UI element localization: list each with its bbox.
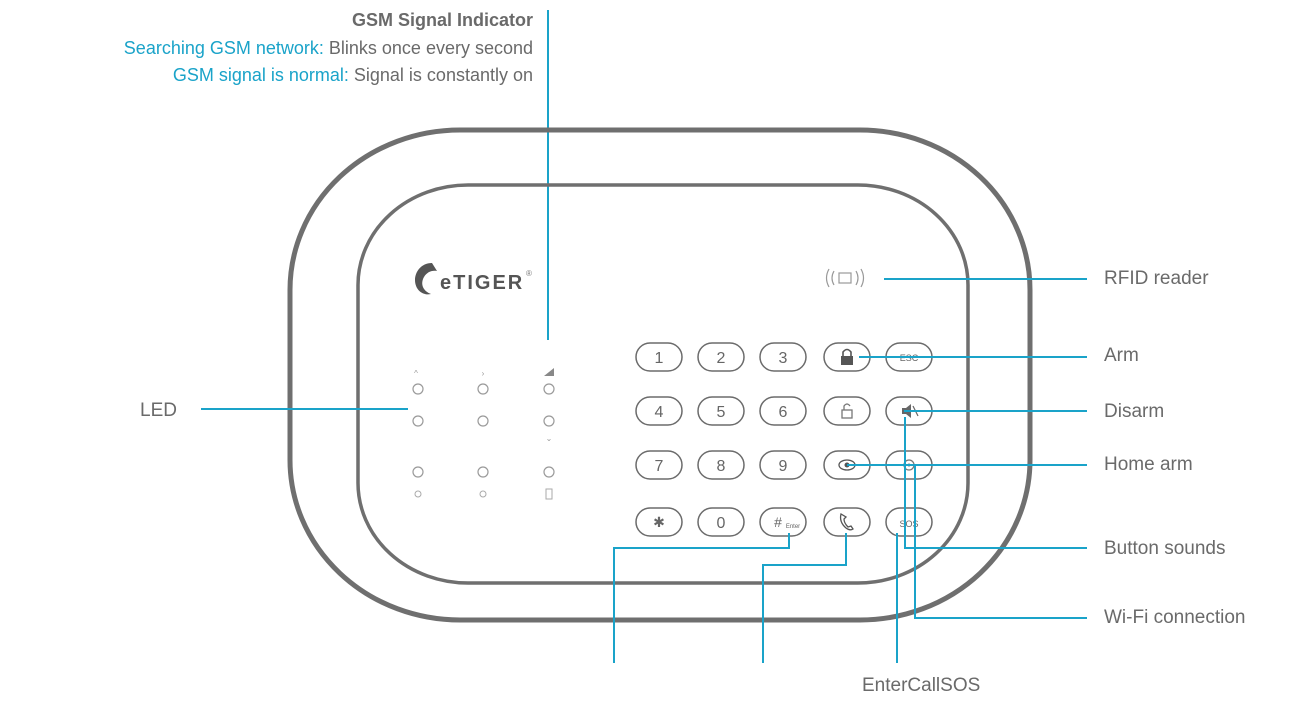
- label-home-arm: Home arm: [1104, 454, 1193, 475]
- label-led: LED: [140, 400, 177, 421]
- led-panel: ^ › ⌄: [412, 368, 555, 500]
- battery-icon: [545, 488, 553, 500]
- svg-text:9: 9: [779, 458, 788, 475]
- logo-swirl-icon: [415, 263, 437, 295]
- label-rfid-reader: RFID reader: [1104, 268, 1209, 289]
- label-enter-call-sos: EnterCallSOS: [862, 675, 980, 696]
- device-inner-panel: [356, 183, 970, 585]
- wifi-callout-line: [914, 466, 1087, 619]
- svg-text:✱: ✱: [653, 514, 665, 530]
- svg-text:4: 4: [655, 404, 664, 421]
- led: [543, 466, 555, 478]
- label-disarm: Disarm: [1104, 401, 1164, 422]
- svg-text:#: #: [774, 514, 782, 530]
- gsm-title: GSM Signal Indicator: [352, 10, 533, 30]
- svg-text:5: 5: [717, 404, 726, 421]
- phone-icon: [839, 512, 854, 531]
- call-key[interactable]: [823, 507, 871, 537]
- svg-text:0: 0: [717, 515, 726, 532]
- key-3[interactable]: 3: [759, 342, 807, 372]
- key-star[interactable]: ✱: [635, 507, 683, 537]
- button-sounds-callout-line: [904, 417, 1087, 549]
- label-button-sounds: Button sounds: [1104, 538, 1225, 559]
- label-wifi-connection: Wi-Fi connection: [1104, 607, 1246, 628]
- key-5[interactable]: 5: [697, 396, 745, 426]
- svg-text:8: 8: [717, 458, 726, 475]
- led-mark-wifi-icon: ⌄: [546, 434, 553, 443]
- gsm-searching-label: Searching GSM network:: [124, 38, 324, 58]
- svg-text:1: 1: [655, 350, 664, 367]
- key-0[interactable]: 0: [697, 507, 745, 537]
- brand-name: eTIGER: [440, 272, 524, 294]
- led-mark-power-icon: ^: [414, 369, 418, 378]
- led: [412, 415, 424, 427]
- key-8[interactable]: 8: [697, 450, 745, 480]
- rfid-symbol-icon: [825, 268, 865, 288]
- disarm-key[interactable]: [823, 396, 871, 426]
- key-2[interactable]: 2: [697, 342, 745, 372]
- led-mark-icon: [479, 490, 487, 498]
- unlock-icon: [841, 403, 853, 419]
- keypad: 1 2 3 ESC 4 5: [635, 342, 933, 537]
- device-outer-shell: [287, 127, 1033, 623]
- registered-mark: ®: [526, 269, 532, 278]
- etiger-logo: eTIGER ®: [415, 263, 532, 295]
- led: [477, 415, 489, 427]
- sos-key[interactable]: SOS: [885, 507, 933, 537]
- label-arm: Arm: [1104, 345, 1139, 366]
- lock-icon: [841, 348, 853, 365]
- key-6[interactable]: 6: [759, 396, 807, 426]
- enter-callout-line: [613, 533, 790, 663]
- led: [543, 383, 555, 395]
- gsm-normal-label: GSM signal is normal:: [173, 65, 349, 85]
- svg-text:3: 3: [779, 350, 788, 367]
- signal-bars-icon: [544, 368, 554, 376]
- svg-text:SOS: SOS: [899, 519, 918, 529]
- enter-key[interactable]: # Enter: [759, 507, 807, 537]
- call-callout-line: [762, 533, 847, 663]
- gsm-line-normal: GSM signal is normal: Signal is constant…: [173, 65, 533, 85]
- key-7[interactable]: 7: [635, 450, 683, 480]
- led-mark-icon: [414, 490, 422, 498]
- key-4[interactable]: 4: [635, 396, 683, 426]
- svg-text:7: 7: [655, 458, 664, 475]
- gsm-normal-text: Signal is constantly on: [349, 65, 533, 85]
- svg-text:2: 2: [717, 350, 726, 367]
- gsm-searching-text: Blinks once every second: [324, 38, 533, 58]
- key-1[interactable]: 1: [635, 342, 683, 372]
- led-mark-alarm-icon: ›: [482, 369, 485, 378]
- gsm-line-searching: Searching GSM network: Blinks once every…: [124, 38, 533, 58]
- key-9[interactable]: 9: [759, 450, 807, 480]
- led: [543, 415, 555, 427]
- led: [412, 466, 424, 478]
- led: [477, 383, 489, 395]
- led: [412, 383, 424, 395]
- svg-text:Enter: Enter: [786, 524, 800, 530]
- led: [477, 466, 489, 478]
- svg-text:6: 6: [779, 404, 788, 421]
